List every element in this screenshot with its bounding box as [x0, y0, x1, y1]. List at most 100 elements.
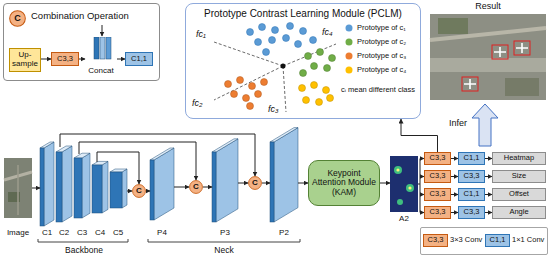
node-text: C3,3 [57, 55, 73, 63]
concat-icon [85, 37, 117, 61]
conv1-box: C1,1 [485, 234, 510, 247]
arrow-label: Infer [449, 119, 467, 129]
node-text: C3,3 [430, 208, 446, 216]
feature-maps [212, 152, 216, 222]
class-c3-dots [247, 103, 254, 110]
feature-maps [92, 165, 102, 213]
node-text: Keypoint Attention Module (KAM) [311, 169, 377, 197]
group-name: Backbone [65, 246, 103, 255]
feature-maps [74, 158, 82, 218]
result-image [430, 58, 546, 72]
legend-item: Prototype of c₄ [345, 66, 406, 74]
feature-maps [92, 161, 108, 165]
data-flow-lines [32, 134, 424, 213]
class-c2-dots [324, 65, 331, 72]
class-c4-dots [299, 82, 334, 106]
data-flow-lines [298, 183, 308, 184]
class-c1-dots [255, 39, 262, 46]
prototype-boundaries [214, 42, 283, 66]
input-image [4, 158, 32, 218]
feature-maps [56, 152, 62, 222]
group-name: Neck [214, 246, 233, 255]
node-text: C1,1 [464, 154, 480, 162]
class-c1-dots [287, 23, 294, 30]
class-c2-dots [305, 53, 312, 60]
class-c4-dots [299, 85, 306, 92]
class-c3-dots [249, 83, 256, 90]
node-text: C [14, 14, 21, 24]
class-c1-dots [247, 23, 317, 56]
node-text: Angle [509, 208, 528, 216]
operation-panel: CUp-sampleC3,3ConcatC1,1Combination Oper… [3, 3, 160, 81]
output-box: Offset [492, 188, 546, 201]
node-text: C1,1 [464, 190, 480, 198]
group-brackets [148, 239, 300, 242]
concat-icon [94, 37, 99, 59]
flow-arrow [485, 158, 492, 159]
legend-item: Prototype of c₁ [345, 24, 406, 32]
legend-swatch [346, 25, 353, 32]
class-c3-dots [225, 77, 268, 110]
panel-title: Prototype Contrast Learning Module (PCLM… [204, 8, 402, 19]
result-image [462, 77, 478, 91]
feature-maps [212, 139, 238, 152]
node-text: C3,3 [464, 172, 480, 180]
data-flow-lines [127, 191, 132, 192]
feature-maps [110, 172, 122, 208]
attention-map [390, 156, 418, 212]
class-c4-dots [316, 99, 323, 106]
flow-arrow [401, 119, 438, 152]
class-c3-dots [237, 77, 244, 84]
legend-swatch [345, 38, 353, 46]
combine-circle: C [189, 180, 203, 194]
class-c4-dots [311, 82, 318, 89]
class-c4-dots [323, 87, 330, 94]
pclm-panel: Prototype Contrast Learning Module (PCLM… [185, 3, 421, 119]
node-text: Up-sample [12, 51, 38, 69]
legend-swatch [345, 52, 353, 60]
class-c1-dots [263, 49, 270, 56]
class-c3-dots [243, 95, 250, 102]
node-text: Heatmap [504, 154, 534, 162]
class-c4-dots [327, 95, 334, 102]
result-image [430, 14, 546, 100]
class-c3-dots [225, 81, 232, 88]
flow-arrow [117, 59, 125, 60]
feature-maps [40, 148, 44, 226]
node-text: Size [512, 172, 527, 180]
attention-map [397, 199, 403, 205]
function-label: fc₃ [268, 105, 279, 115]
node-text: C3,3 [430, 190, 446, 198]
input-image [17, 165, 19, 215]
circle-outline [249, 177, 262, 190]
map-name: A2 [399, 215, 409, 224]
prototype-boundaries [283, 66, 286, 112]
feature-maps [40, 142, 54, 148]
result-image [430, 14, 546, 100]
attention-map [394, 166, 402, 174]
result-image [464, 79, 476, 89]
layer-name: C4 [95, 229, 105, 238]
conv3-box: C3,3 [424, 152, 451, 165]
prototype-boundaries [214, 66, 283, 100]
feature-maps [62, 146, 72, 222]
function-label: fc₄ [322, 28, 333, 38]
feature-maps [150, 160, 154, 220]
class-c4-dots [303, 97, 310, 104]
conv-legend-panel: C3,3C1,13×3 Conv1×1 Conv [420, 227, 548, 255]
combine-circle: C [248, 176, 262, 190]
data-flow-lines [146, 191, 150, 192]
class-c1-dots [295, 41, 302, 48]
layer-name: C3 [77, 229, 87, 238]
image-caption: Result [475, 2, 501, 12]
prototype-boundaries [283, 44, 336, 66]
flow-arrow [485, 194, 492, 195]
data-flow-lines [32, 188, 40, 189]
flow-arrow [485, 212, 492, 213]
data-flow-lines [262, 183, 270, 184]
feature-maps [56, 146, 72, 152]
layer-name: C5 [113, 229, 123, 238]
node-text: C1,1 [490, 236, 506, 244]
feature-maps [150, 148, 174, 160]
class-c1-dots [300, 28, 307, 35]
